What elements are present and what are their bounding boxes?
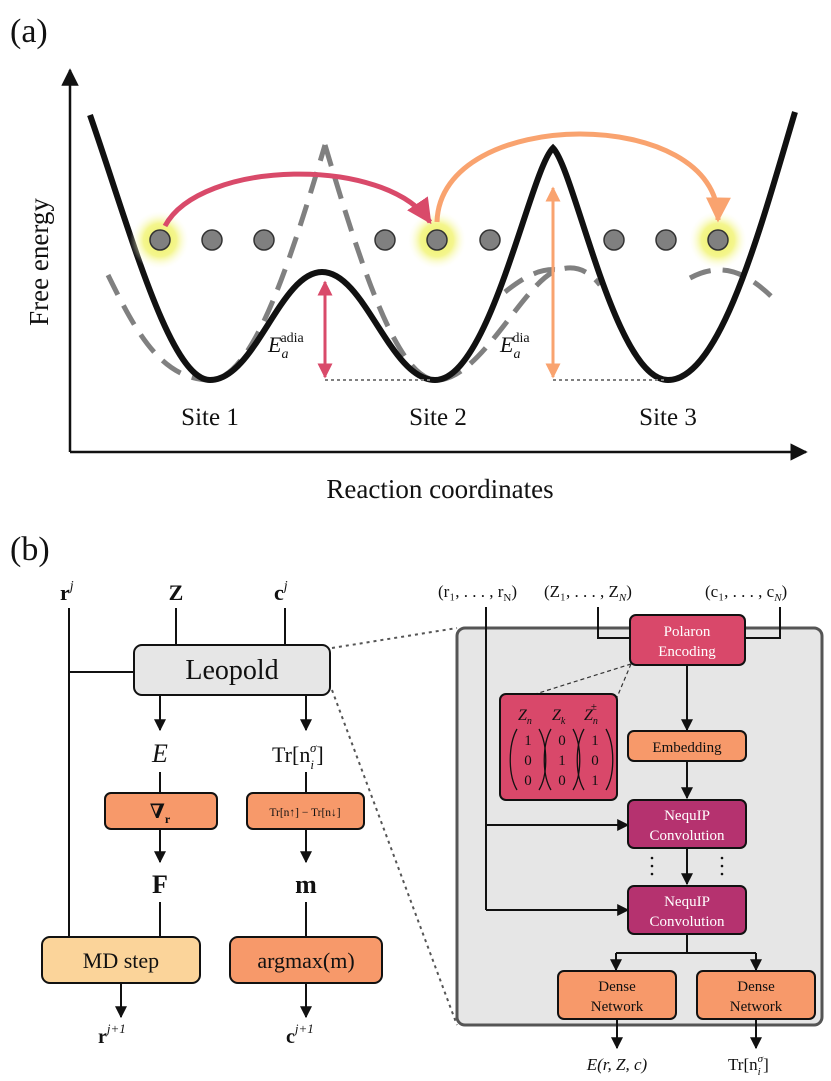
site-label-2: Site 2 xyxy=(409,404,467,431)
leopold-box xyxy=(133,644,331,696)
nequip-conv-1-label-1: NequIP xyxy=(664,808,710,824)
embedding-label: Embedding xyxy=(652,740,722,756)
ellipsis-dot xyxy=(720,856,724,860)
gradient-label: ∇r xyxy=(150,801,171,826)
intermediate-dot xyxy=(374,229,396,251)
bracket-right xyxy=(538,728,547,791)
intermediate-dot xyxy=(655,229,677,251)
polaron-dot xyxy=(707,229,729,251)
nequip-conv-2-label-1: NequIP xyxy=(664,894,710,910)
ellipsis-dot xyxy=(720,872,724,876)
one-hot-vectors xyxy=(509,728,614,791)
one-hot-values: 1 0 0 0 1 0 1 0 1 xyxy=(524,733,599,789)
input-z: Z xyxy=(169,580,184,605)
intermediate-dot xyxy=(201,229,223,251)
output-trace: Tr[niσ] xyxy=(728,1053,769,1078)
polaron-dot xyxy=(149,229,171,251)
bracket-right xyxy=(605,728,614,791)
nequip-conv-1-label-2: Convolution xyxy=(649,828,725,844)
polaron-dot xyxy=(426,229,448,251)
diabatic-curve-right-a xyxy=(503,267,561,294)
panel-b: (b) rj Z cj Leopold E Tr[niσ] ∇r Tr[n↑] … xyxy=(10,531,824,1078)
dense-network-1-label-1: Dense xyxy=(598,979,636,995)
ea-dia-label: Eadia xyxy=(499,331,530,362)
vector-value: 0 xyxy=(524,753,532,769)
ellipsis-dot xyxy=(650,864,654,868)
ea-adia-label: Eaadia xyxy=(267,331,305,362)
intermediate-dot xyxy=(253,229,275,251)
md-step-label: MD step xyxy=(83,948,159,973)
polaron-encoding-label-2: Encoding xyxy=(658,644,716,660)
vector-value: 0 xyxy=(524,773,532,789)
force-f: F xyxy=(152,870,168,899)
bracket-left xyxy=(509,728,518,791)
vector-value: 0 xyxy=(558,733,566,749)
trace-n: Tr[niσ] xyxy=(272,740,324,772)
magnetization-m: m xyxy=(295,870,317,899)
vector-value: 0 xyxy=(558,773,566,789)
input-z-list: (Z₁, . . . , ZN) xyxy=(544,582,632,604)
nequip-conv-2-label-2: Convolution xyxy=(649,914,725,930)
site-label-3: Site 3 xyxy=(639,404,697,431)
reaction-dots xyxy=(149,229,729,251)
dense-network-2-label-1: Dense xyxy=(737,979,775,995)
argmax-label: argmax(m) xyxy=(257,948,354,973)
panel-a: (a) Free energy Reaction coordinates Eaa… xyxy=(10,13,808,504)
vector-value: 1 xyxy=(591,773,599,789)
output-c-next: cj+1 xyxy=(286,1021,314,1048)
ellipsis-dot xyxy=(650,856,654,860)
ellipsis-dot xyxy=(650,872,654,876)
input-r: rj xyxy=(60,579,74,605)
panel-b-label: (b) xyxy=(10,531,50,568)
dense-network-1-label-2: Network xyxy=(591,999,644,1015)
vector-value: 1 xyxy=(591,733,599,749)
input-c-list: (c₁, . . . , cN) xyxy=(705,582,787,604)
x-axis-label: Reaction coordinates xyxy=(326,474,553,504)
diabatic-curve-right-b xyxy=(688,267,777,302)
intermediate-dot xyxy=(479,229,501,251)
header-zk: Zk xyxy=(552,707,566,727)
z-to-polaron-line xyxy=(597,607,630,639)
site-label-1: Site 1 xyxy=(181,404,239,431)
one-hot-matrix-box xyxy=(499,693,618,801)
ellipsis-dot xyxy=(720,864,724,868)
bracket-left xyxy=(543,728,552,791)
energy-e: E xyxy=(151,739,168,768)
vector-value: 1 xyxy=(524,733,532,749)
dense-network-2-label-2: Network xyxy=(730,999,783,1015)
free-energy-curve xyxy=(87,111,798,384)
vector-value: 0 xyxy=(591,753,599,769)
ellipsis-dots xyxy=(650,856,724,876)
c-to-polaron-line xyxy=(745,607,781,639)
adiabatic-hop-arrow xyxy=(162,171,433,228)
output-energy: E(r, Z, c) xyxy=(586,1055,648,1074)
y-axis-label: Free energy xyxy=(24,198,54,326)
panel-a-label: (a) xyxy=(10,13,48,50)
output-r-next: rj+1 xyxy=(98,1021,126,1048)
one-hot-headers: Zn Zk Zn± xyxy=(518,701,598,727)
header-zn: Zn xyxy=(518,707,532,727)
bracket-right xyxy=(572,728,581,791)
bracket-left xyxy=(576,728,585,791)
input-c: cj xyxy=(274,579,288,605)
leopold-label: Leopold xyxy=(185,655,278,686)
polaron-encoding-label-1: Polaron xyxy=(664,624,711,640)
spin-diff-label: Tr[n↑] − Tr[n↓] xyxy=(269,807,340,819)
header-zn-pm: Zn± xyxy=(584,701,598,727)
input-r-list: (r₁, . . . , rN) xyxy=(438,582,517,604)
diabatic-curve-middle xyxy=(322,144,602,383)
intermediate-dot xyxy=(603,229,625,251)
zoom-line-top xyxy=(331,627,458,649)
vector-value: 1 xyxy=(558,753,566,769)
diabatic-curve-left xyxy=(105,144,328,383)
diabatic-hop-arrow xyxy=(434,131,731,223)
